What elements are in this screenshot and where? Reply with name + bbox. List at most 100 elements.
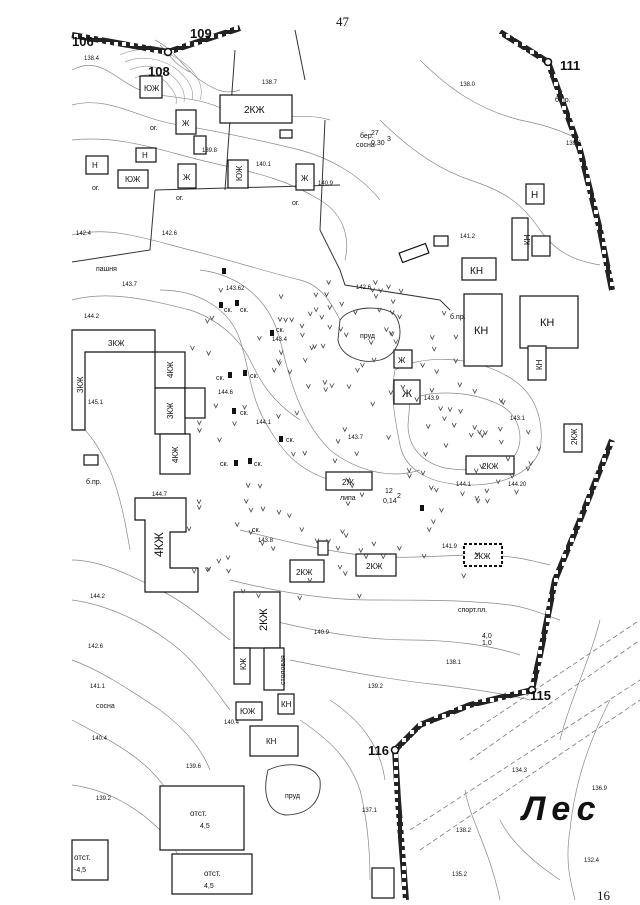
building-yuzh-1 bbox=[139, 75, 163, 99]
svg-text:144.2: 144.2 bbox=[90, 594, 106, 600]
svg-text:2КЖ: 2КЖ bbox=[570, 428, 579, 445]
svg-text:КН: КН bbox=[540, 317, 554, 329]
building-otst-3 bbox=[171, 853, 253, 895]
svg-text:КН: КН bbox=[470, 266, 483, 277]
svg-text:143.7: 143.7 bbox=[348, 435, 364, 441]
svg-text:144.6: 144.6 bbox=[218, 390, 234, 396]
svg-text:138.0: 138.0 bbox=[460, 82, 476, 88]
building-2kzh-low1 bbox=[289, 559, 325, 583]
map-labels: пруд пруд пашня Лес спорт.пл. б.пр. б.пр… bbox=[74, 96, 602, 890]
svg-text:Ж: Ж bbox=[398, 356, 406, 365]
svg-text:4КЖ: 4КЖ bbox=[171, 446, 180, 463]
building-zh-3 bbox=[295, 163, 315, 191]
svg-text:141.1: 141.1 bbox=[90, 684, 106, 690]
svg-text:ск.: ск. bbox=[240, 307, 249, 314]
forest-label: Лес bbox=[519, 790, 602, 828]
svg-text:ЮЖ: ЮЖ bbox=[144, 84, 160, 93]
building-kn-3 bbox=[519, 295, 579, 349]
building-zh-2 bbox=[177, 163, 197, 189]
hill-contours bbox=[119, 49, 202, 105]
building-4kzh-big bbox=[134, 497, 199, 593]
svg-text:КН: КН bbox=[281, 700, 292, 709]
svg-text:142.6: 142.6 bbox=[88, 644, 104, 650]
building-otst-1 bbox=[159, 785, 245, 851]
svg-text:КН: КН bbox=[474, 325, 488, 337]
building-2kzh-vert bbox=[563, 423, 583, 453]
svg-text:Ж: Ж bbox=[183, 173, 191, 182]
building-4kzh-c bbox=[159, 433, 191, 475]
svg-text:3КЖ: 3КЖ bbox=[108, 339, 125, 348]
building-otst-2 bbox=[71, 839, 109, 881]
svg-text:138.7: 138.7 bbox=[262, 80, 278, 86]
svg-text:ск.: ск. bbox=[216, 375, 225, 382]
svg-text:138.4: 138.4 bbox=[84, 56, 100, 62]
svg-text:ск.: ск. bbox=[252, 527, 261, 534]
svg-text:-4,5: -4,5 bbox=[74, 867, 86, 874]
building-kn-1 bbox=[461, 257, 497, 281]
building-kn-vert bbox=[527, 345, 547, 381]
svg-text:2КЖ: 2КЖ bbox=[296, 568, 313, 577]
svg-text:КН: КН bbox=[523, 234, 532, 245]
svg-text:2: 2 bbox=[397, 493, 401, 500]
svg-text:137.1: 137.1 bbox=[362, 808, 378, 814]
svg-text:пруд: пруд bbox=[285, 793, 300, 800]
building-2kzh-top bbox=[219, 94, 293, 124]
svg-text:б.пр.: б.пр. bbox=[86, 478, 102, 486]
svg-text:0,30: 0,30 bbox=[371, 140, 385, 147]
svg-text:сосна: сосна bbox=[96, 703, 115, 710]
svg-text:144.1: 144.1 bbox=[256, 420, 272, 426]
elevation-marks: 138.4 138.7 139.8 140.1 140.9 138.0 139.… bbox=[76, 56, 608, 878]
boundary-markers bbox=[163, 47, 553, 755]
contour-lines bbox=[71, 39, 611, 901]
svg-text:Н: Н bbox=[92, 161, 98, 170]
svg-text:139.6: 139.6 bbox=[186, 764, 202, 770]
svg-text:липа: липа bbox=[340, 495, 356, 502]
svg-text:3: 3 bbox=[387, 136, 391, 143]
svg-text:136.9: 136.9 bbox=[592, 786, 608, 792]
svg-text:138.1: 138.1 bbox=[446, 660, 462, 666]
svg-text:ск.: ск. bbox=[286, 437, 295, 444]
svg-text:б.пр.: б.пр. bbox=[450, 313, 466, 321]
buildings bbox=[71, 75, 583, 899]
svg-text:142.4: 142.4 bbox=[76, 231, 92, 237]
svg-text:142.6: 142.6 bbox=[356, 285, 372, 291]
svg-text:ск.: ск. bbox=[276, 327, 285, 334]
svg-text:12: 12 bbox=[385, 488, 393, 495]
svg-text:ЮЖ: ЮЖ bbox=[125, 175, 141, 184]
svg-text:140.9: 140.9 bbox=[318, 181, 334, 187]
svg-text:столовая: столовая bbox=[280, 655, 287, 685]
boundary-point-106: 106 bbox=[72, 34, 94, 49]
svg-text:2КЖ: 2КЖ bbox=[258, 608, 270, 631]
svg-text:143.8: 143.8 bbox=[258, 538, 274, 544]
svg-text:ск.: ск. bbox=[224, 307, 233, 314]
svg-text:3КЖ: 3КЖ bbox=[166, 402, 175, 419]
svg-text:141.2: 141.2 bbox=[460, 234, 476, 240]
svg-text:138.2: 138.2 bbox=[456, 828, 472, 834]
svg-text:145.1: 145.1 bbox=[88, 400, 104, 406]
svg-text:139.2: 139.2 bbox=[368, 684, 384, 690]
building-2zh bbox=[325, 471, 373, 491]
svg-text:отст.: отст. bbox=[204, 869, 221, 878]
svg-text:140.9: 140.9 bbox=[314, 630, 330, 636]
svg-text:ог.: ог. bbox=[176, 195, 184, 202]
page-number-top: 47 bbox=[336, 14, 349, 29]
svg-text:139.6: 139.6 bbox=[566, 141, 582, 147]
svg-text:144.2: 144.2 bbox=[84, 314, 100, 320]
building-2kzh-dashed bbox=[463, 543, 503, 567]
ponds bbox=[265, 307, 401, 816]
svg-text:2КЖ: 2КЖ bbox=[482, 462, 499, 471]
svg-text:ЮЖ: ЮЖ bbox=[240, 707, 256, 716]
svg-text:4КЖ: 4КЖ bbox=[166, 361, 175, 378]
svg-text:бер.: бер. bbox=[360, 132, 374, 140]
svg-text:ЮЖ: ЮЖ bbox=[235, 165, 244, 181]
svg-text:Ж: Ж bbox=[301, 174, 309, 183]
svg-text:ог.: ог. bbox=[92, 185, 100, 192]
svg-text:Ж: Ж bbox=[182, 119, 190, 128]
svg-text:140.4: 140.4 bbox=[92, 736, 108, 742]
svg-text:135.2: 135.2 bbox=[452, 872, 468, 878]
svg-text:4,0: 4,0 bbox=[482, 633, 492, 640]
svg-text:27: 27 bbox=[371, 130, 379, 137]
svg-text:КЖ: КЖ bbox=[239, 657, 248, 670]
svg-text:144.7: 144.7 bbox=[152, 492, 168, 498]
